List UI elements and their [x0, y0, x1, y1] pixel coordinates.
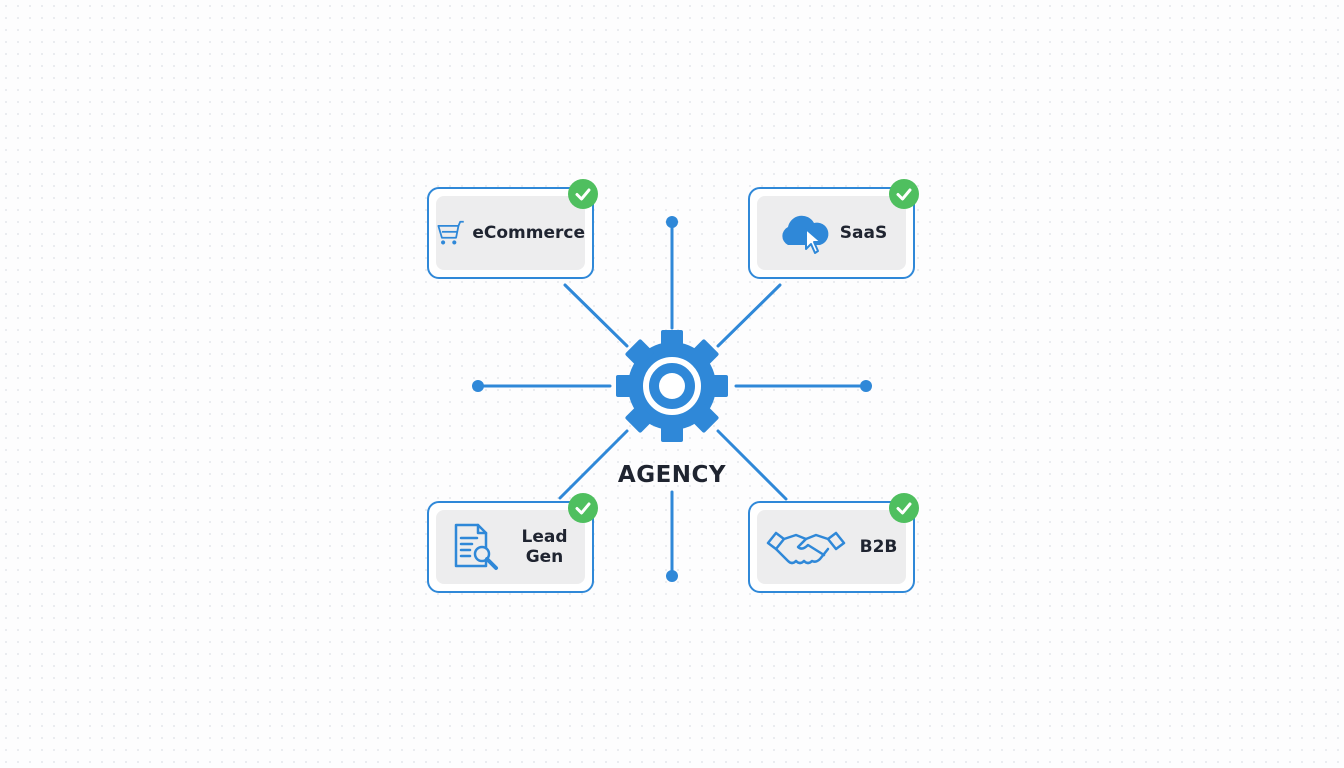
- shopping-cart-icon: [437, 220, 464, 245]
- endpoint-dot: [666, 570, 678, 582]
- check-icon: [889, 493, 919, 523]
- node-saas[interactable]: SaaS: [748, 179, 919, 279]
- gear-icon: [616, 330, 728, 442]
- connector-saas: [716, 283, 782, 348]
- handshake-icon: [766, 531, 845, 565]
- check-icon: [568, 493, 598, 523]
- node-label: B2B: [859, 537, 898, 557]
- endpoint-dot: [666, 216, 678, 228]
- check-icon: [889, 179, 919, 209]
- cloud-cursor-icon: [782, 215, 829, 254]
- center-label: AGENCY: [617, 462, 727, 488]
- node-lead-gen[interactable]: Lead Gen: [427, 493, 598, 593]
- node-ecommerce[interactable]: eCommerce: [427, 179, 598, 279]
- node-label: eCommerce: [472, 223, 585, 243]
- check-icon: [568, 179, 598, 209]
- node-b2b[interactable]: B2B: [748, 493, 919, 593]
- connector-b2b: [716, 429, 788, 501]
- endpoint-dot: [860, 380, 872, 392]
- node-label: Lead Gen: [521, 527, 568, 567]
- endpoint-dot: [472, 380, 484, 392]
- connector-leadgen: [558, 429, 629, 500]
- document-search-icon: [454, 523, 498, 570]
- node-label: SaaS: [839, 223, 888, 243]
- connector-ecommerce: [563, 283, 629, 348]
